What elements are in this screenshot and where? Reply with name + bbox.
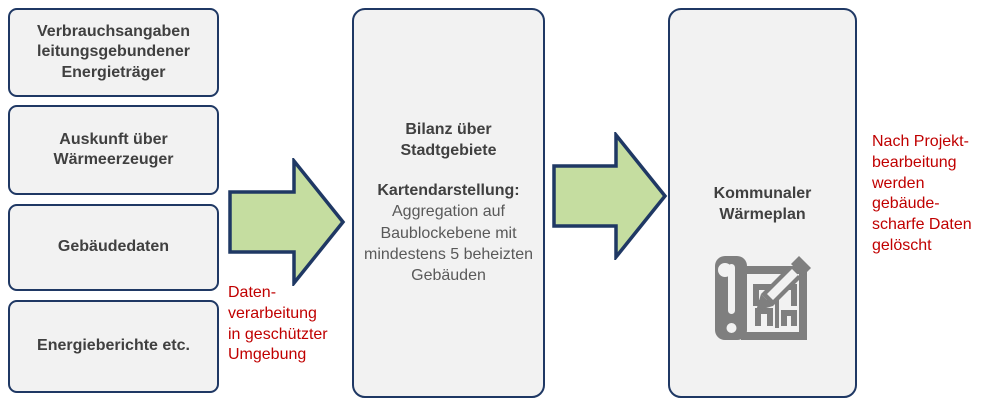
output-box-waermeplan: Kommunaler Wärmeplan <box>668 8 857 398</box>
input-box-label: Gebäudedaten <box>57 238 170 256</box>
processing-box-content: Bilanz über Stadtgebiete Kartendarstellu… <box>362 120 535 286</box>
processing-sub-heading: Kartendarstellung: <box>377 181 520 199</box>
input-box-label: Verbrauchsangaben leitungsgebundener Ene… <box>37 22 190 81</box>
spacer <box>362 162 535 181</box>
input-box-waermeerzeuger: Auskunft über Wärmeerzeuger <box>8 105 219 195</box>
input-box-gebaeudedaten: Gebäudedaten <box>8 204 219 291</box>
input-box-verbrauchsangaben: Verbrauchsangaben leitungsgebundener Ene… <box>8 8 219 97</box>
note-data-deletion: Nach Projekt- bearbeitung werden gebäude… <box>872 133 972 254</box>
processing-box: Bilanz über Stadtgebiete Kartendarstellu… <box>352 8 545 398</box>
input-box-label: Auskunft über Wärmeerzeuger <box>53 130 174 168</box>
output-box-content: Kommunaler Wärmeplan <box>678 184 847 344</box>
processing-title: Bilanz über Stadtgebiete <box>400 121 497 159</box>
processing-body: Aggregation auf Baublockebene mit mindes… <box>364 203 533 284</box>
arrow-right-icon-processing-to-plan <box>552 132 668 260</box>
output-title: Kommunaler Wärmeplan <box>713 185 812 223</box>
blueprint-pencil-icon <box>714 255 811 340</box>
input-box-label: Energieberichte etc. <box>37 337 190 355</box>
note-data-processing: Daten- verarbeitung in geschützter Umgeb… <box>228 284 328 364</box>
arrow-right-icon-inputs-to-processing <box>228 158 346 286</box>
input-box-energieberichte: Energieberichte etc. <box>8 300 219 393</box>
